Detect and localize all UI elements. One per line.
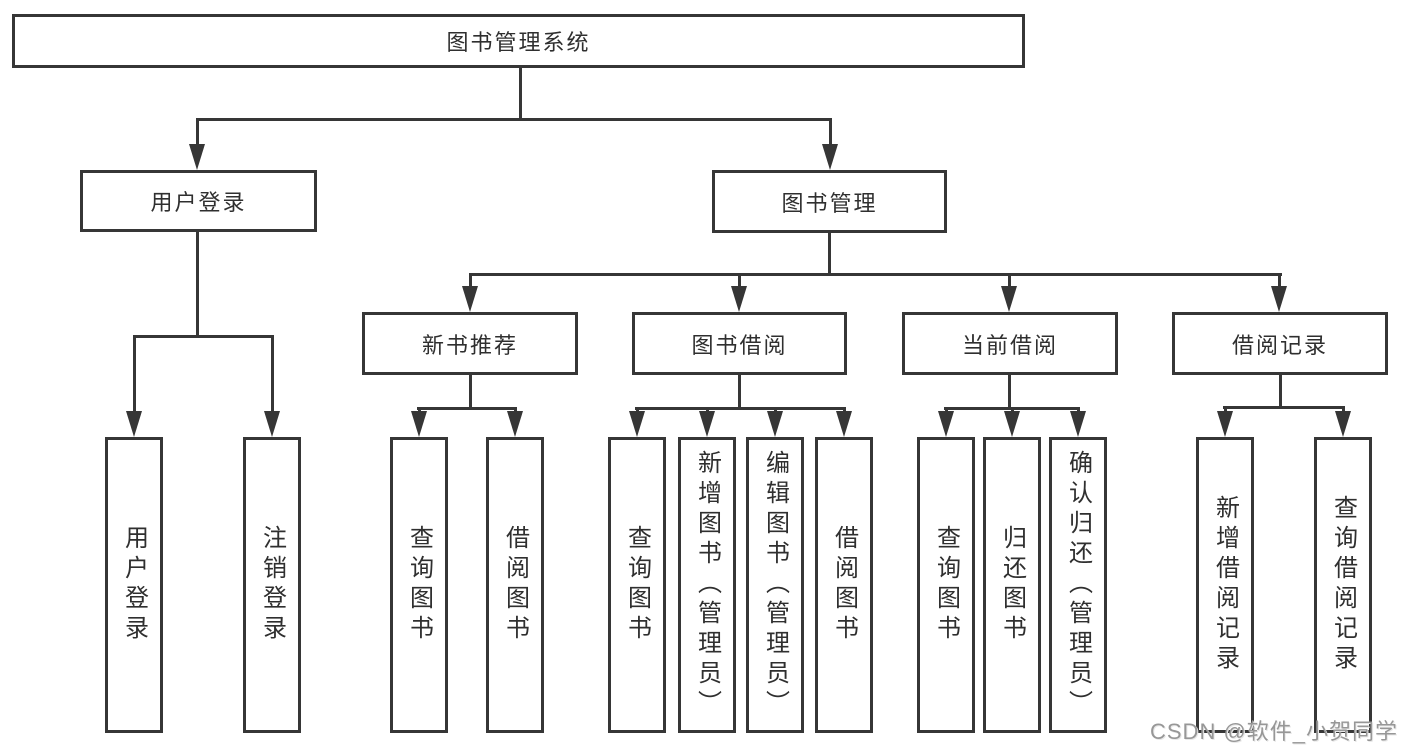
node-new-book-recommend: 新书推荐 (362, 312, 578, 375)
connector-line (1008, 375, 1011, 407)
arrowhead-down (1335, 411, 1351, 437)
leaf-label: 确认归还（管理员） (1064, 450, 1092, 720)
connector-line (271, 335, 274, 415)
leaf-add-book-admin: 新增图书（管理员） (678, 437, 736, 733)
arrowhead-down (767, 411, 783, 437)
leaf-borrow-books-borrow: 借阅图书 (815, 437, 873, 733)
leaf-query-borrow-record: 查询借阅记录 (1314, 437, 1372, 733)
connector-line (469, 273, 472, 290)
connector-line (829, 118, 832, 148)
arrowhead-down (629, 411, 645, 437)
node-current-borrow: 当前借阅 (902, 312, 1118, 375)
connector-line (469, 273, 1282, 276)
node-book-management: 图书管理 (712, 170, 947, 233)
node-label: 借阅记录 (1231, 332, 1328, 358)
node-label: 新书推荐 (421, 332, 518, 358)
leaf-return-book: 归还图书 (983, 437, 1041, 733)
connector-line (469, 375, 472, 407)
connector-line (738, 375, 741, 407)
leaf-borrow-books-recommend: 借阅图书 (486, 437, 544, 733)
csdn-watermark: CSDN @软件_小贺同学 (1150, 719, 1399, 744)
arrowhead-down (411, 411, 427, 437)
connector-line (133, 335, 274, 338)
arrowhead-down (189, 144, 205, 170)
connector-line (828, 233, 831, 273)
connector-line (738, 273, 741, 290)
leaf-edit-book-admin: 编辑图书（管理员） (746, 437, 804, 733)
node-label: 用户登录 (150, 190, 247, 215)
arrowhead-down (507, 411, 523, 437)
leaf-logout: 注销登录 (243, 437, 301, 733)
node-label: 当前借阅 (961, 332, 1058, 358)
connector-line (133, 335, 136, 415)
leaf-label: 借阅图书 (830, 525, 858, 645)
leaf-add-borrow-record: 新增借阅记录 (1196, 437, 1254, 733)
connector-line (519, 66, 522, 118)
node-label: 图书管理系统 (446, 30, 591, 55)
node-borrow-records: 借阅记录 (1172, 312, 1388, 375)
arrowhead-down (699, 411, 715, 437)
connector-line (1279, 375, 1282, 406)
arrowhead-down (822, 144, 838, 170)
arrowhead-down (731, 286, 747, 312)
leaf-query-books-borrow: 查询图书 (608, 437, 666, 733)
arrowhead-down (1217, 411, 1233, 437)
node-label: 图书借阅 (691, 332, 788, 358)
leaf-label: 查询图书 (623, 525, 651, 645)
leaf-label: 用户登录 (120, 525, 148, 645)
leaf-user-login: 用户登录 (105, 437, 163, 733)
node-book-borrow: 图书借阅 (632, 312, 847, 375)
connector-line (196, 118, 199, 148)
connector-line (1223, 406, 1345, 409)
arrowhead-down (126, 411, 142, 437)
leaf-label: 查询借阅记录 (1329, 495, 1357, 675)
connector-line (196, 118, 832, 121)
leaf-label: 新增图书（管理员） (693, 450, 721, 720)
arrowhead-down (938, 411, 954, 437)
leaf-label: 归还图书 (998, 525, 1026, 645)
leaf-label: 借阅图书 (501, 525, 529, 645)
arrowhead-down (836, 411, 852, 437)
leaf-confirm-return-admin: 确认归还（管理员） (1049, 437, 1107, 733)
leaf-label: 编辑图书（管理员） (761, 450, 789, 720)
connector-line (196, 232, 199, 335)
connector-line (1278, 273, 1281, 290)
arrowhead-down (1001, 286, 1017, 312)
arrowhead-down (1271, 286, 1287, 312)
connector-line (417, 407, 517, 410)
connector-line (635, 407, 845, 410)
connector-line (1008, 273, 1011, 290)
node-library-management-system: 图书管理系统 (12, 14, 1025, 68)
arrowhead-down (264, 411, 280, 437)
connector-line (1224, 406, 1227, 415)
arrowhead-down (1070, 411, 1086, 437)
leaf-query-books-current: 查询图书 (917, 437, 975, 733)
leaf-label: 查询图书 (932, 525, 960, 645)
connector-line (1342, 406, 1345, 415)
node-label: 图书管理 (781, 190, 878, 216)
leaf-label: 新增借阅记录 (1211, 495, 1239, 675)
arrowhead-down (462, 286, 478, 312)
leaf-label: 查询图书 (405, 525, 433, 645)
arrowhead-down (1004, 411, 1020, 437)
leaf-query-books-recommend: 查询图书 (390, 437, 448, 733)
leaf-label: 注销登录 (258, 525, 286, 645)
node-user-login: 用户登录 (80, 170, 317, 232)
